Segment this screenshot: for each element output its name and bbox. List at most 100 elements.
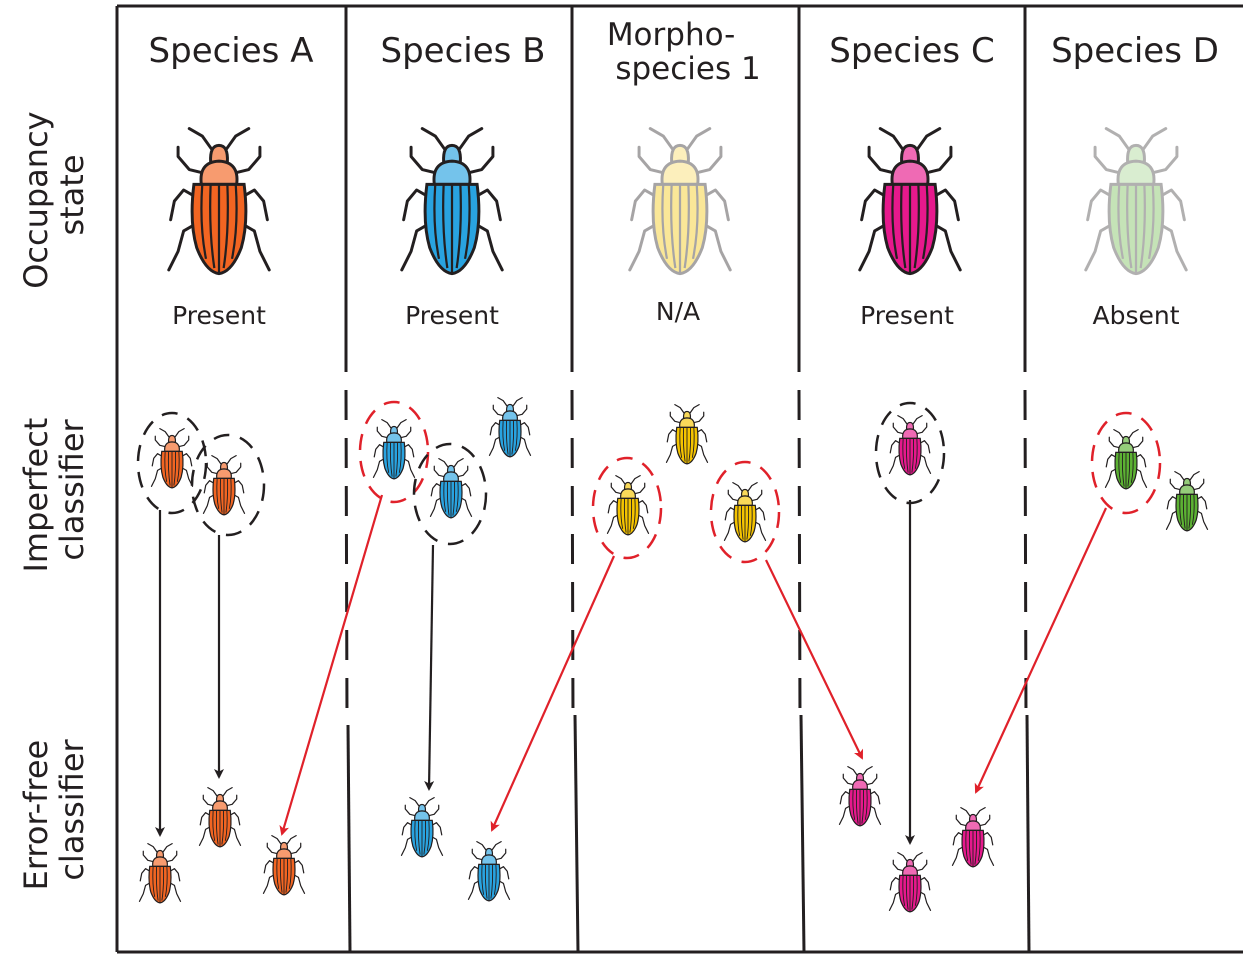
column-header-morphospecies-1: Morpho- species 1 <box>607 17 761 87</box>
classification-circles <box>138 402 1160 562</box>
state-label-species-a: Present <box>172 301 266 330</box>
beetle-icon-morphospecies-1-large <box>630 129 730 274</box>
beetle-head <box>419 804 426 811</box>
antenna-left <box>880 129 902 149</box>
state-label-species-b: Present <box>405 301 499 330</box>
row-label-imperfect: Imperfect classifier <box>17 407 91 572</box>
leg <box>143 851 154 862</box>
leg <box>670 412 681 423</box>
beetle-head <box>486 848 493 855</box>
antenna-left <box>439 459 448 467</box>
beetle-head <box>391 426 398 433</box>
antenna-left <box>160 429 169 437</box>
antenna-left <box>898 416 907 424</box>
antenna-right <box>397 420 406 428</box>
beetle-icon-blue <box>430 459 471 518</box>
beetle-pronotum <box>482 855 497 865</box>
leg <box>178 147 204 173</box>
leg <box>290 843 301 854</box>
antenna-right <box>425 798 434 806</box>
beetle-icon-species-a-large <box>169 129 269 274</box>
antenna-left <box>422 129 444 149</box>
beetle-head <box>684 411 691 418</box>
beetle-icon-green <box>1105 430 1146 489</box>
beetle-head <box>742 489 749 496</box>
antenna-right <box>913 416 922 424</box>
leg <box>493 405 504 416</box>
beetle-pronotum <box>213 801 228 811</box>
beetle-head <box>444 145 461 162</box>
leg <box>925 147 951 173</box>
leg <box>866 774 877 785</box>
antenna-right <box>223 788 232 796</box>
divider-1-bottom <box>348 725 350 952</box>
antenna-left <box>212 456 221 464</box>
leg <box>1151 147 1177 173</box>
beetle-pronotum <box>966 821 981 831</box>
antenna-right <box>1143 129 1165 149</box>
beetle-pronotum <box>621 489 636 499</box>
misclassified-arrow <box>766 560 862 758</box>
leg <box>178 436 189 447</box>
beetle-icon-magenta <box>889 853 930 912</box>
antenna-right <box>513 398 522 406</box>
antenna-left <box>272 836 281 844</box>
misclassified-arrow <box>976 508 1106 792</box>
beetle-pronotum <box>738 496 753 506</box>
antenna-right <box>227 456 236 464</box>
beetle-pronotum <box>903 429 918 439</box>
beetle-head <box>907 422 914 429</box>
antenna-right <box>863 767 872 775</box>
beetle-icon-orange <box>199 788 240 847</box>
leg <box>495 849 506 860</box>
leg <box>234 147 260 173</box>
leg <box>979 815 990 826</box>
antenna-left <box>189 129 211 149</box>
row-label-imperfect-line2: classifier <box>53 418 91 560</box>
divider-4-dashed <box>1025 390 1026 720</box>
leg <box>203 795 214 806</box>
antenna-left <box>733 483 742 491</box>
antenna-right <box>175 429 184 437</box>
column-header-species-a: Species A <box>149 31 314 71</box>
beetle-head <box>902 145 919 162</box>
beetle-icon-magenta <box>889 416 930 475</box>
beetle-head <box>217 794 224 801</box>
column-header-morphospecies-line1: Morpho- <box>607 17 736 53</box>
antenna-left <box>410 798 419 806</box>
antenna-right <box>287 836 296 844</box>
leg <box>405 805 416 816</box>
state-label-morphospecies-1: N/A <box>656 297 700 326</box>
beetle-pronotum <box>444 472 459 482</box>
antenna-right <box>454 459 463 467</box>
row-label-error-free: Error-free classifier <box>17 730 91 891</box>
divider-3-bottom <box>801 715 804 952</box>
leg <box>411 147 437 173</box>
beetle-icon-blue <box>401 798 442 857</box>
divider-1-dashed <box>346 390 347 720</box>
leg <box>611 483 622 494</box>
beetle-icon-yellow <box>666 405 707 464</box>
leg <box>1132 437 1143 448</box>
divider-2-dashed <box>572 390 573 720</box>
beetle-head <box>221 462 228 469</box>
leg <box>695 147 721 173</box>
column-header-species-c: Species C <box>829 31 994 71</box>
leg <box>1170 479 1181 490</box>
leg <box>467 147 493 173</box>
leg <box>457 466 468 477</box>
leg <box>230 463 241 474</box>
beetle-icon-yellow <box>607 476 648 535</box>
leg <box>916 860 927 871</box>
row-label-occupancy-line1: Occupancy <box>17 111 55 288</box>
beetle-pronotum <box>415 811 430 821</box>
antenna-left <box>148 844 157 852</box>
antenna-right <box>917 129 939 149</box>
beetle-pronotum <box>680 418 695 428</box>
leg <box>843 774 854 785</box>
beetle-pronotum <box>277 849 292 859</box>
divider-4-bottom <box>1027 715 1029 952</box>
beetle-head <box>672 145 689 162</box>
beetle-icon-yellow <box>724 483 765 542</box>
